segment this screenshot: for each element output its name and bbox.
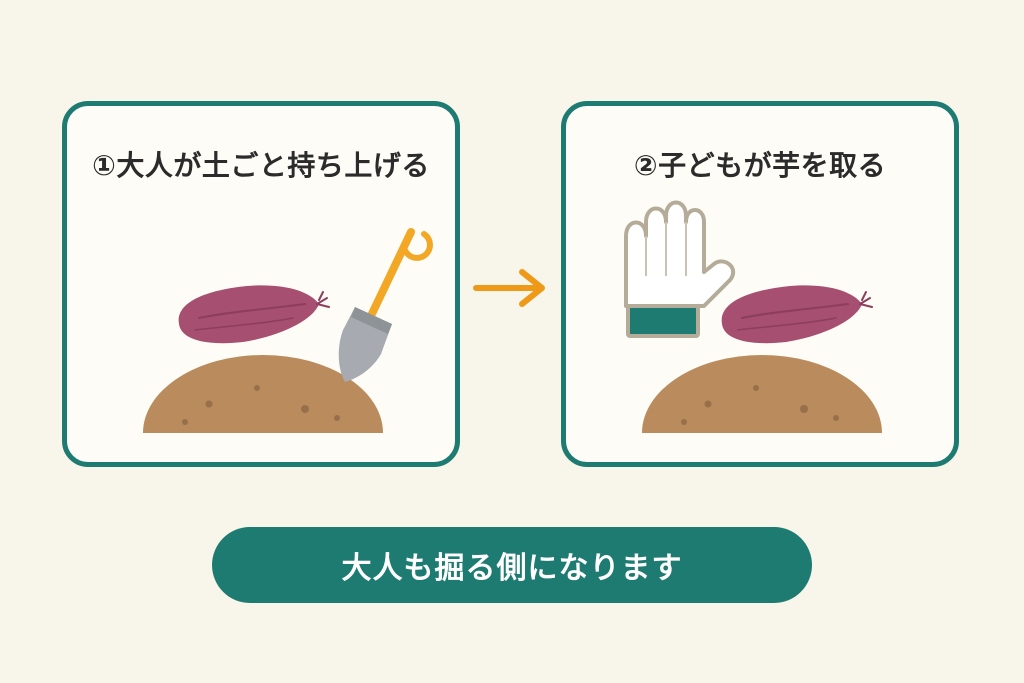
soil-mound-icon — [143, 355, 383, 433]
shovel-icon — [338, 228, 433, 382]
arrow-right-icon — [473, 269, 545, 307]
step-1-illustration — [143, 228, 433, 433]
step-2-title: ②子どもが芋を取る — [633, 149, 887, 182]
step-panel-1: ①大人が土ごと持ち上げる — [62, 101, 460, 467]
soil-mound-icon — [642, 355, 882, 433]
note-banner-text: 大人も掘る側になります — [341, 551, 683, 586]
note-banner: 大人も掘る側になります — [212, 527, 812, 603]
sweet-potato-icon — [721, 285, 873, 344]
sweet-potato-icon — [178, 285, 330, 344]
step-2-illustration — [624, 200, 882, 433]
step-panel-2: ②子どもが芋を取る — [561, 101, 959, 467]
step-1-title: ①大人が土ごと持ち上げる — [92, 149, 430, 182]
work-glove-icon — [624, 200, 736, 338]
